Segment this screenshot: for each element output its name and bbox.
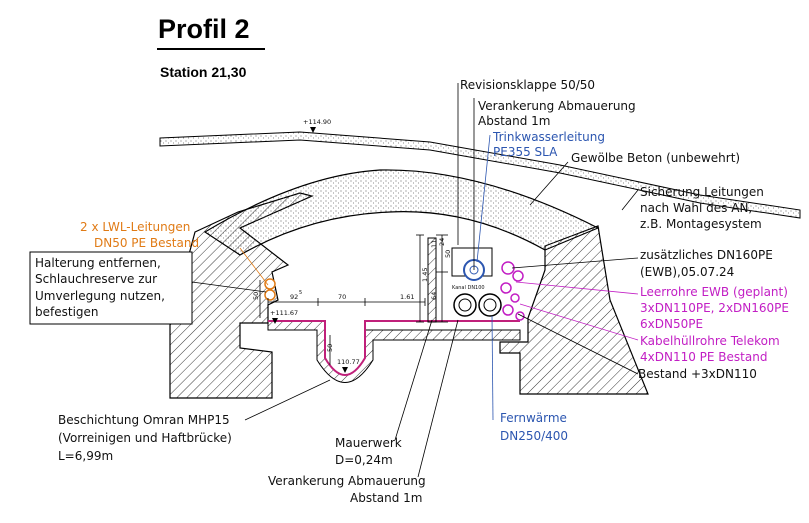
dim-50-vert: 50 [444, 250, 452, 258]
coating-line [268, 320, 520, 376]
dimension-lines [259, 234, 448, 365]
label-sicherung-1: Sicherung Leitungen [640, 185, 764, 199]
label-beschichtung-1: Beschichtung Omran MHP15 [58, 413, 230, 427]
label-leerrohre-2: 3xDN110PE, 2xDN160PE [640, 301, 789, 315]
halterung-box [29, 251, 193, 325]
label-verankerung-bot-2: Abstand 1m [350, 491, 423, 505]
dim-92-sup: 5 [299, 290, 302, 296]
dim-92: 92 [290, 293, 298, 301]
dim-70: 70 [338, 293, 346, 301]
dim-50-side: 50 [252, 292, 260, 300]
channel-floor [267, 320, 521, 383]
station-label: Station 21,30 [160, 64, 247, 80]
leader-lines [191, 83, 639, 478]
kanal-label: Kanal DN100 [452, 285, 485, 291]
label-fernwaerme-2: DN250/400 [500, 429, 568, 443]
elev-bottom: 110.77 [337, 358, 360, 366]
label-fernwaerme-1: Fernwärme [500, 411, 567, 425]
dim-145: 1.45 [421, 268, 429, 282]
label-halterung-2: Schlauchreserve zur [35, 272, 157, 286]
masonry-wall [427, 237, 437, 323]
elev-left: +111.67 [270, 309, 298, 317]
pipe-cluster [264, 247, 525, 321]
label-trinkwasser-2: PE355 SLA [493, 145, 558, 159]
ground-surface [159, 131, 801, 219]
label-halterung-4: befestigen [35, 305, 99, 319]
label-halterung-1: Halterung entfernen, [35, 256, 161, 270]
label-verankerung-bot-1: Verankerung Abmauerung [268, 474, 426, 488]
dim-161: 1.61 [400, 293, 414, 301]
label-revision: Revisionsklappe 50/50 [460, 78, 595, 92]
label-leerrohre-3: 6xDN50PE [640, 317, 703, 331]
label-trinkwasser-1: Trinkwasserleitung [492, 130, 605, 144]
label-leerrohre-1: Leerrohre EWB (geplant) [640, 285, 788, 299]
page-title: Profil 2 [158, 14, 250, 44]
label-sicherung-2: nach Wahl des AN, [640, 201, 752, 215]
dim-24: 24 [438, 238, 446, 246]
label-kabel-2: 4xDN110 PE Bestand [640, 350, 767, 364]
dim-50-bottom: 50 [326, 344, 334, 352]
dim-11: 11 [430, 240, 438, 248]
label-sicherung-3: z.B. Montagesystem [640, 217, 762, 231]
label-beschichtung-3: L=6,99m [58, 449, 113, 463]
label-bestand: Bestand +3xDN110 [638, 367, 757, 381]
label-beschichtung-2: (Vorreinigen und Haftbrücke) [58, 431, 232, 445]
label-mauerwerk-1: Mauerwerk [335, 436, 402, 450]
right-abutment [499, 225, 649, 395]
label-mauerwerk-2: D=0,24m [335, 453, 393, 467]
label-verankerung-top-1: Verankerung Abmauerung [478, 99, 636, 113]
elevation-markers [272, 127, 348, 373]
dim-64: 64 [430, 292, 438, 300]
label-verankerung-top-2: Abstand 1m [478, 114, 551, 128]
label-zusaetzlich-2: (EWB),05.07.24 [640, 265, 734, 279]
label-kabel-1: Kabelhüllrohre Telekom [640, 334, 780, 348]
label-zusaetzlich-1: zusätzliches DN160PE [640, 248, 773, 262]
label-gewoelbe: Gewölbe Beton (unbewehrt) [571, 151, 740, 165]
concrete-vault [203, 169, 600, 256]
title-underline [157, 48, 265, 50]
label-lwl-2: DN50 PE Bestand [94, 236, 199, 250]
elev-top: +114.90 [303, 118, 331, 126]
label-halterung-3: Umverlegung nutzen, [35, 289, 165, 303]
label-lwl-1: 2 x LWL-Leitungen [80, 220, 190, 234]
